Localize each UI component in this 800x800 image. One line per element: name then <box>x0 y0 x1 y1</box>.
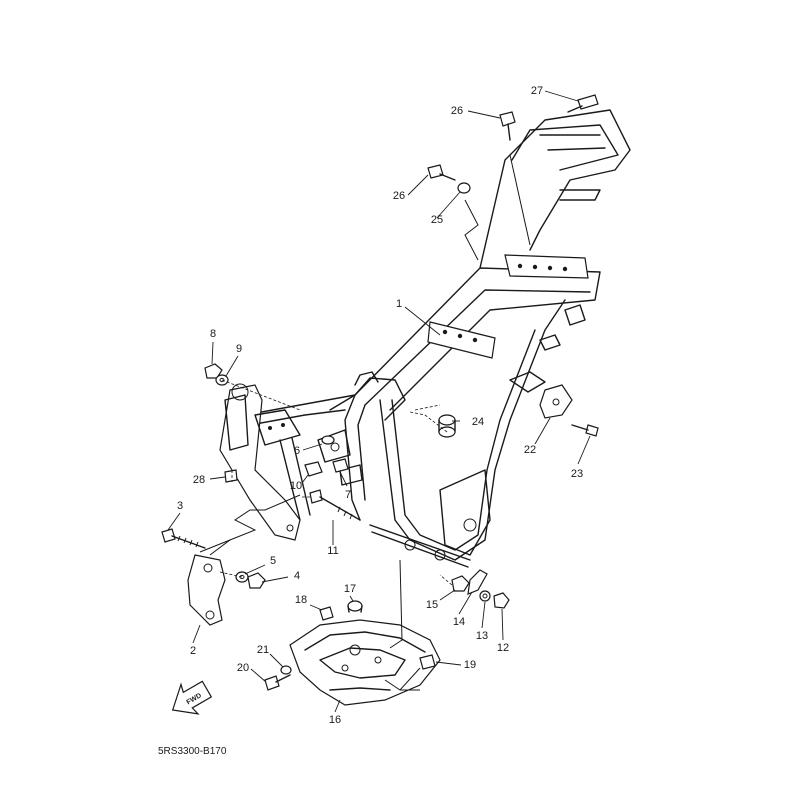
callout-28: 28 <box>193 474 205 486</box>
callout-10: 10 <box>290 480 302 492</box>
callout-25: 25 <box>431 214 443 226</box>
nut-12[interactable] <box>493 592 510 609</box>
bolt-11[interactable] <box>309 489 361 521</box>
collar-6[interactable] <box>321 435 335 445</box>
leader-lines <box>167 90 591 713</box>
main-frame[interactable] <box>244 109 631 568</box>
bolt-18[interactable] <box>319 606 334 621</box>
callout-12: 12 <box>497 642 509 654</box>
assembly-lines <box>199 154 531 691</box>
callout-8: 8 <box>210 328 216 340</box>
pad-28[interactable] <box>224 469 238 483</box>
plate-2[interactable] <box>187 554 226 626</box>
callout-7: 7 <box>345 489 351 501</box>
callout-1: 1 <box>396 298 402 310</box>
callout-11: 11 <box>327 545 338 557</box>
bolt-19[interactable] <box>419 654 436 670</box>
callout-5: 5 <box>270 555 276 567</box>
washer-13[interactable] <box>479 590 491 602</box>
callout-23: 23 <box>571 468 583 480</box>
bolt-20[interactable] <box>264 674 291 691</box>
callout-labels: 27 26 26 25 1 8 9 24 22 23 6 10 7 28 3 1… <box>177 85 583 726</box>
callout-20: 20 <box>237 662 249 674</box>
nut-15[interactable] <box>451 575 470 592</box>
nut-8[interactable] <box>204 363 223 379</box>
engine-bracket-left[interactable] <box>219 383 301 541</box>
callout-6: 6 <box>294 445 300 457</box>
callout-9: 9 <box>236 343 242 355</box>
cap-17[interactable] <box>347 600 363 613</box>
diagram-code: 5RS3300-B170 <box>158 746 227 757</box>
callout-15: 15 <box>426 599 438 611</box>
callout-3: 3 <box>177 500 183 512</box>
callout-4: 4 <box>294 570 300 582</box>
callout-18: 18 <box>295 594 307 606</box>
callout-13: 13 <box>476 630 488 642</box>
bolt-26-upper[interactable] <box>499 111 516 141</box>
callout-27: 27 <box>531 85 543 97</box>
washer-21[interactable] <box>280 665 292 675</box>
fwd-arrow: FWD <box>171 680 213 715</box>
callout-26-lower: 26 <box>393 190 405 202</box>
bolt-23[interactable] <box>571 424 599 437</box>
callout-17: 17 <box>344 583 356 595</box>
collar-24[interactable] <box>438 414 456 438</box>
callout-22: 22 <box>524 444 536 456</box>
callout-26-upper: 26 <box>451 105 463 117</box>
bolt-26-lower[interactable] <box>427 164 456 181</box>
collar-14[interactable] <box>467 569 488 595</box>
bolt-3[interactable] <box>161 528 206 549</box>
callout-2: 2 <box>190 645 196 657</box>
nut-10[interactable] <box>304 461 323 477</box>
callout-14: 14 <box>453 616 465 628</box>
callout-24: 24 <box>472 416 484 428</box>
callout-16: 16 <box>329 714 341 726</box>
skid-plate-16[interactable] <box>289 619 441 706</box>
callout-19: 19 <box>464 659 476 671</box>
callout-21: 21 <box>257 644 269 656</box>
bracket-22[interactable] <box>539 384 573 419</box>
bolt-27[interactable] <box>567 94 599 113</box>
collar-25[interactable] <box>457 182 471 194</box>
nut-4[interactable] <box>247 572 266 589</box>
bolt-7[interactable] <box>332 458 349 473</box>
